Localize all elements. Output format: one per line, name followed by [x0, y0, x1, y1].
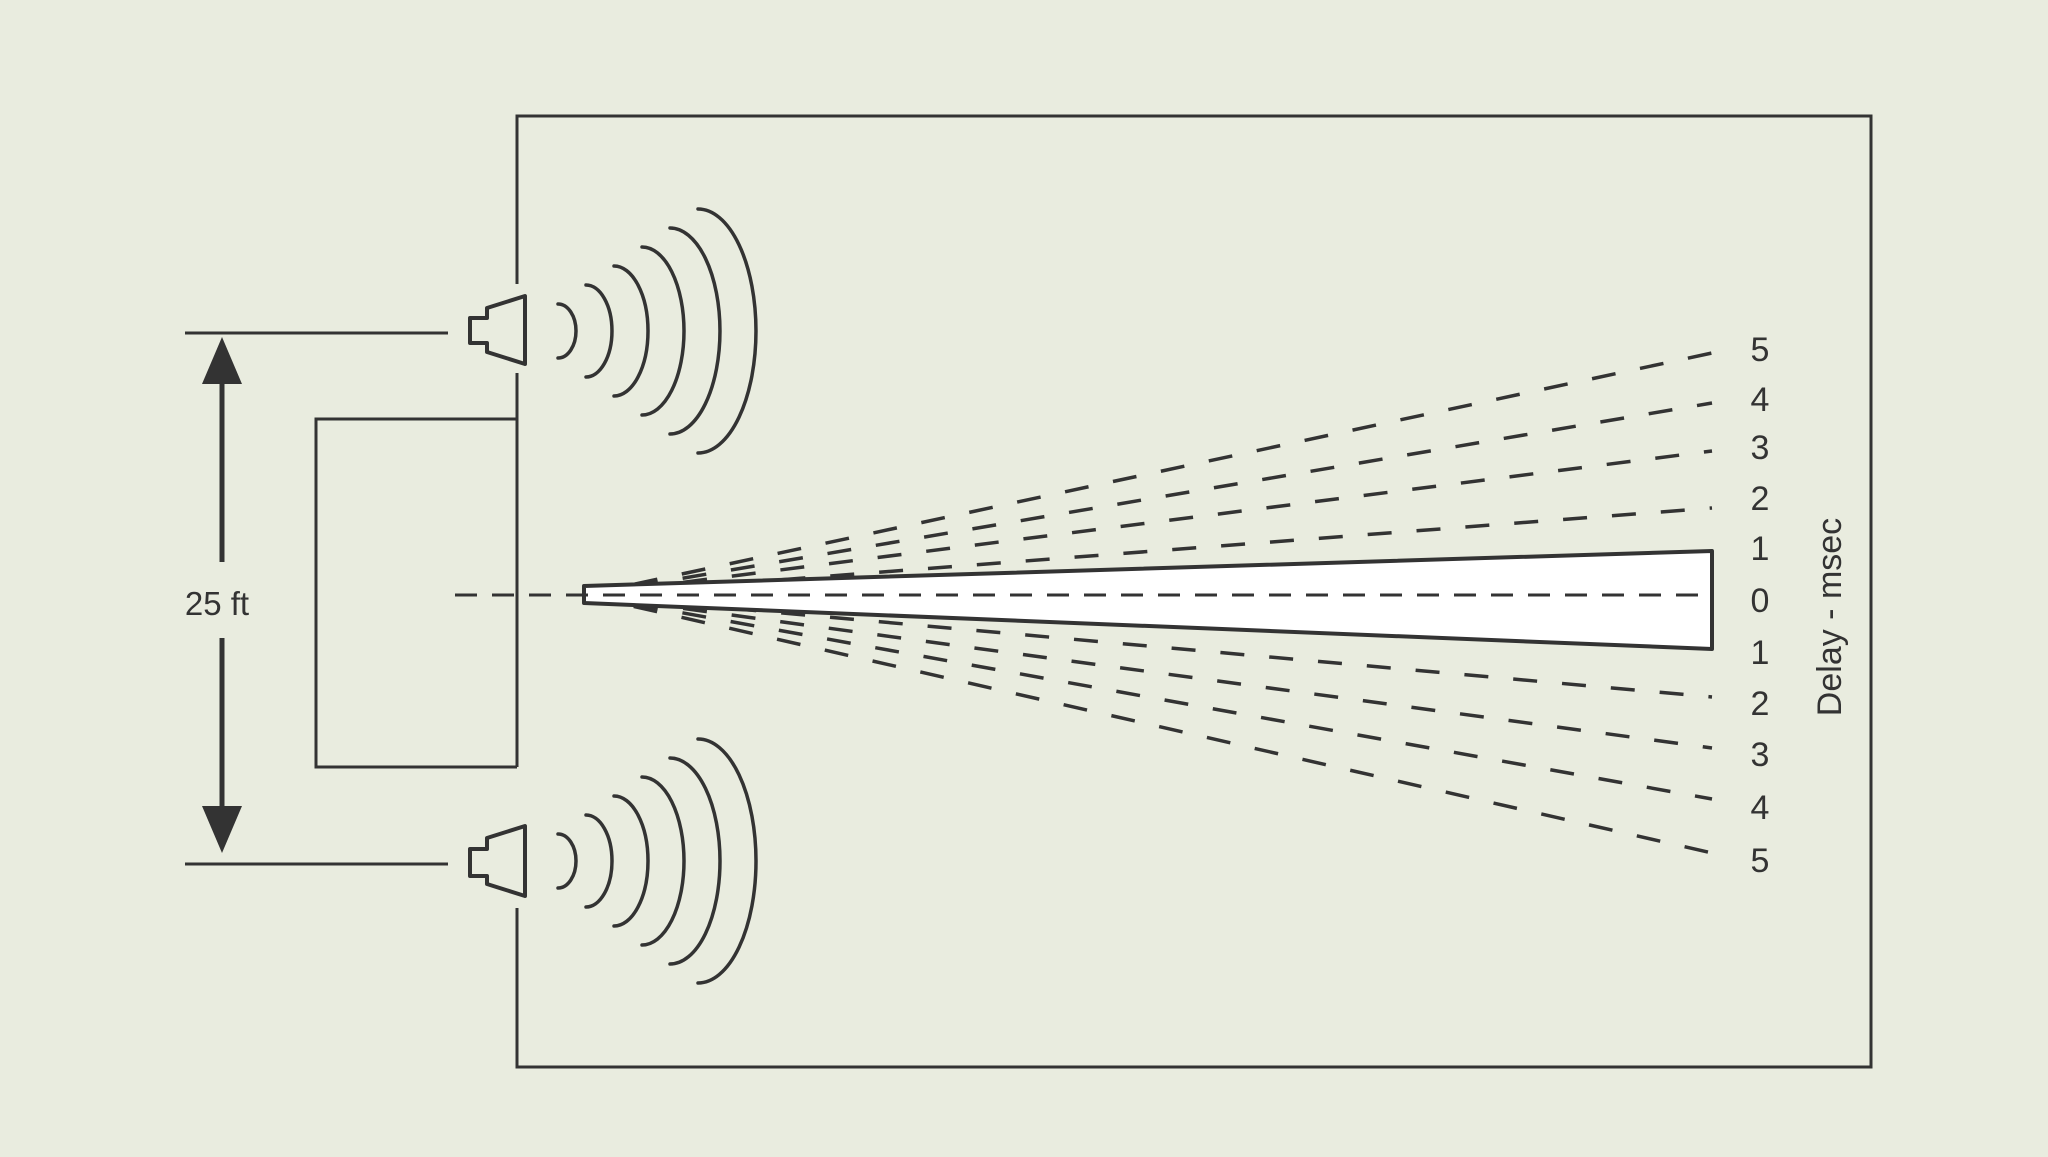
room-outline: [515, 114, 1873, 1069]
delay-label-lower: 4: [1751, 789, 1770, 827]
delay-label-upper: 1: [1751, 530, 1770, 568]
sound-wave-arc: [696, 207, 758, 455]
delay-label-upper: 4: [1751, 381, 1770, 419]
delay-label-upper: 5: [1751, 331, 1770, 369]
sound-wave-arc: [612, 794, 650, 928]
speaker-icon: [468, 294, 527, 366]
sound-wave-arc: [556, 832, 578, 890]
sound-wave-arc: [696, 737, 758, 985]
delay-label-lower: 3: [1751, 736, 1770, 774]
delay-label-lower: 5: [1751, 842, 1770, 880]
sound-wave-arc: [668, 226, 722, 436]
delay-contour-lines: [583, 351, 1713, 855]
sound-wave-arc: [556, 302, 578, 360]
dimension-label: 25 ft: [185, 585, 249, 622]
delay-label-center: 0: [1751, 582, 1770, 620]
delay-line-lower-2: [583, 593, 1713, 699]
delay-line-upper-2: [583, 506, 1713, 597]
dimension-lines: [185, 331, 448, 866]
delay-label-lower: 1: [1751, 634, 1770, 672]
delay-line-upper-3: [583, 449, 1713, 597]
delay-line-upper-4: [583, 401, 1713, 597]
delay-labels: 5 4 3 2 1 0 1 2 3 4 5: [1751, 331, 1770, 880]
sound-wave-icon: [556, 737, 758, 985]
double-headed-arrow-icon: [202, 337, 242, 853]
sound-wave-arc: [584, 283, 614, 379]
delay-label-lower: 2: [1751, 685, 1770, 723]
speaker-icon: [468, 824, 527, 898]
bottom-speaker: [468, 737, 758, 985]
sound-wave-arc: [640, 775, 686, 947]
delay-line-lower-4: [583, 593, 1713, 801]
delay-label-upper: 3: [1751, 429, 1770, 467]
sound-wave-arc: [668, 756, 722, 966]
arrow-head-up: [202, 337, 242, 384]
top-speaker: [468, 207, 758, 455]
zero-delay-zone: [582, 549, 1714, 651]
room-wall: [515, 114, 1873, 1069]
sound-wave-icon: [556, 207, 758, 455]
sound-wave-arc: [584, 813, 614, 909]
delay-label-upper: 2: [1751, 480, 1770, 518]
sound-wave-arc: [640, 245, 686, 417]
arrow-head-down: [202, 806, 242, 853]
sound-wave-arc: [612, 264, 650, 398]
delay-axis-title: Delay - msec: [1811, 518, 1849, 716]
speaker-wiring: [314, 417, 517, 769]
delay-line-lower-3: [583, 593, 1713, 750]
